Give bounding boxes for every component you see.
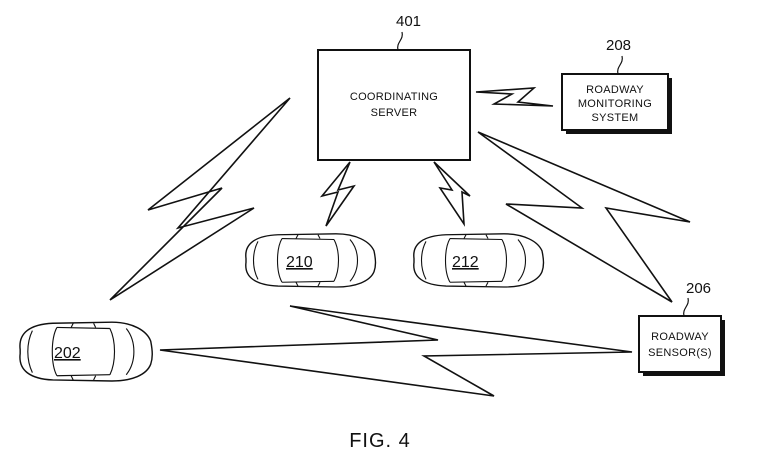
server-label-line1: COORDINATING (350, 91, 438, 103)
server-label-line2: SERVER (371, 107, 418, 119)
wireless-link-server-to-car-212 (433, 161, 471, 227)
monitoring-ref-leader (617, 55, 623, 75)
wireless-link-server-to-car-210 (319, 161, 356, 227)
roadway-sensor: ROADWAY SENSOR(S) (638, 315, 725, 376)
monitoring-label-line2: MONITORING (578, 98, 652, 110)
vehicle-210-label: 210 (286, 254, 313, 271)
server-ref-number: 401 (396, 13, 421, 30)
monitoring-label-line1: ROADWAY (586, 84, 644, 96)
figure-caption: FIG. 4 (349, 430, 411, 452)
wireless-link-server-to-monitoring (475, 87, 554, 107)
sensor-ref-number: 206 (686, 280, 711, 297)
sensor-ref-leader (683, 297, 689, 317)
coordinating-server: COORDINATING SERVER (317, 49, 471, 161)
roadway-monitoring-system: ROADWAY MONITORING SYSTEM (561, 73, 672, 134)
sensor-label-line2: SENSOR(S) (648, 347, 712, 359)
server-ref-leader (397, 31, 403, 51)
monitoring-label-line3: SYSTEM (591, 112, 638, 124)
wireless-link-car-202-to-sensor (159, 305, 633, 397)
monitoring-ref-number: 208 (606, 37, 631, 54)
vehicle-202-label: 202 (54, 345, 81, 362)
sensor-label-line1: ROADWAY (651, 331, 709, 343)
wireless-link-server-to-sensor (477, 131, 691, 303)
vehicle-212-label: 212 (452, 254, 479, 271)
vehicle-202 (19, 321, 153, 382)
wireless-link-server-to-car-202 (109, 97, 291, 301)
